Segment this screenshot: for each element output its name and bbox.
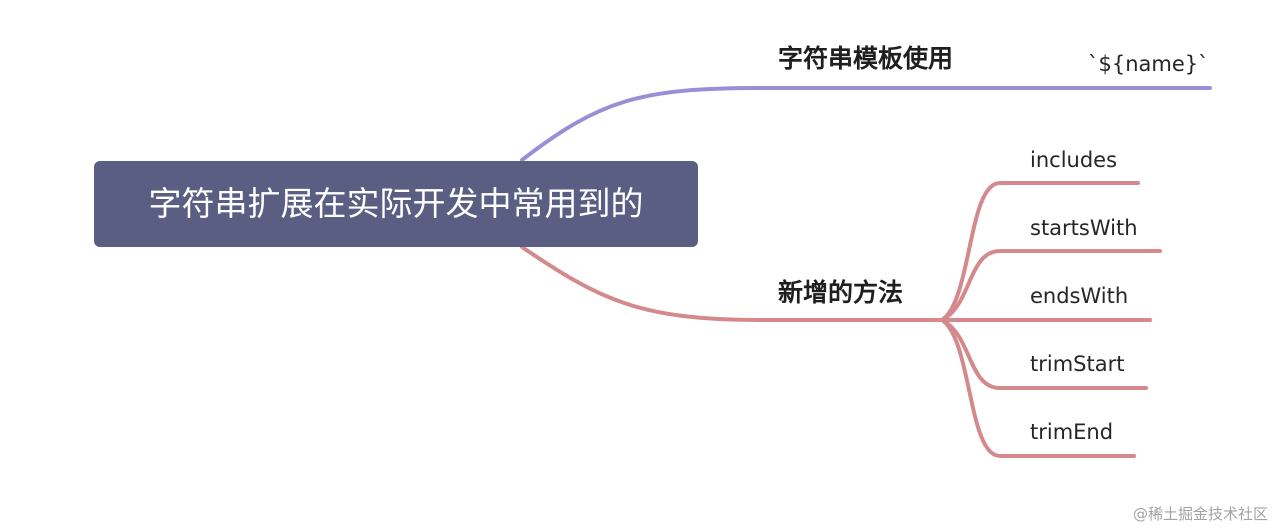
edge-methods-to-startswith (940, 249, 1162, 322)
edge-methods-to-includes (940, 181, 1140, 322)
leaf-trimstart[interactable]: trimStart (1030, 352, 1125, 376)
edge-methods-to-trimend (940, 318, 1136, 458)
leaf-includes[interactable]: includes (1030, 148, 1118, 172)
leaf-template-example[interactable]: `${name}` (1088, 52, 1209, 76)
leaf-trimend[interactable]: trimEnd (1030, 420, 1114, 444)
leaf-startswith[interactable]: startsWith (1030, 216, 1138, 240)
branch-template-usage[interactable]: 字符串模板使用 (778, 44, 954, 73)
edge-methods-to-trimstart (940, 318, 1148, 390)
watermark: @稀土掘金技术社区 (1132, 505, 1268, 523)
edge-root-to-methods-branch (520, 245, 944, 322)
edge-root-to-template-branch (520, 86, 1212, 162)
branch-new-methods[interactable]: 新增的方法 (778, 278, 904, 307)
leaf-endswith[interactable]: endsWith (1030, 284, 1129, 308)
root-topic[interactable]: 字符串扩展在实际开发中常用到的 (94, 161, 698, 247)
